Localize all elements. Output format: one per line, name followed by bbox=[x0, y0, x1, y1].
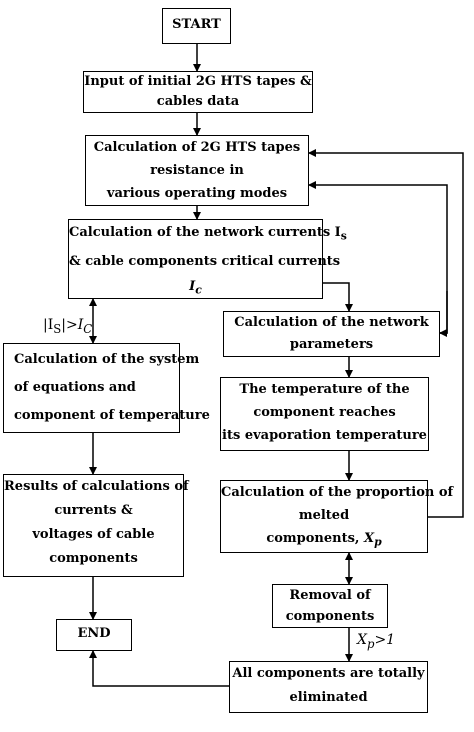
arrow-feedback-outer bbox=[308, 149, 464, 518]
results-line-2: currents & bbox=[54, 503, 133, 518]
cond-right-var: X bbox=[357, 632, 367, 648]
proportion-sub-p: p bbox=[374, 535, 382, 549]
resistance-line-1: Calculation of 2G HTS tapes bbox=[93, 140, 301, 155]
eliminated-line-1: All components are totally bbox=[232, 666, 425, 681]
temperature-line-3: its evaporation temperature bbox=[222, 428, 427, 443]
arrow-network-params bbox=[323, 282, 353, 312]
condition-xp: Xp>1 bbox=[357, 632, 395, 651]
condition-is-ic: |IS|>IC bbox=[43, 317, 92, 336]
cond-right-rest: >1 bbox=[374, 632, 396, 648]
system-line-2: of equations and bbox=[14, 380, 136, 395]
input-line-1: Input of initial 2G HTS tapes & bbox=[84, 74, 312, 89]
system-line-3: component of temperature bbox=[14, 408, 210, 423]
network-params-box: Calculation of the network parameters bbox=[223, 311, 440, 357]
resistance-box: Calculation of 2G HTS tapes resistance i… bbox=[85, 135, 309, 206]
temperature-line-1: The temperature of the bbox=[239, 382, 410, 397]
cond-right-sub: p bbox=[366, 636, 375, 651]
results-box: Results of calculations of currents & vo… bbox=[3, 474, 189, 577]
network-currents-sub-s: s bbox=[340, 229, 347, 243]
cond-left-sub1: S bbox=[53, 321, 62, 336]
network-currents-box: Calculation of the network currents Is &… bbox=[68, 219, 347, 299]
results-line-4: components bbox=[49, 551, 138, 566]
cond-left-open: |I bbox=[43, 317, 54, 333]
proportion-line-3: components, Xp bbox=[221, 527, 427, 554]
network-params-line-2: parameters bbox=[289, 337, 374, 352]
input-line-2: cables data bbox=[156, 94, 240, 109]
start-box: START bbox=[162, 8, 231, 44]
start-label: START bbox=[172, 17, 221, 32]
eliminated-box: All components are totally eliminated bbox=[229, 661, 428, 713]
arrow-eliminated-end bbox=[89, 650, 229, 687]
proportion-line-1: Calculation of the proportion of bbox=[221, 485, 454, 500]
network-currents-text-1: Calculation of the network currents I bbox=[69, 225, 341, 240]
system-box: Calculation of the system of equations a… bbox=[3, 343, 210, 433]
network-currents-line-3: Ic bbox=[69, 274, 322, 303]
proportion-box: Calculation of the proportion of melted … bbox=[220, 480, 454, 554]
network-currents-ic: I bbox=[189, 278, 196, 294]
network-params-line-1: Calculation of the network bbox=[234, 315, 429, 330]
network-currents-sub-c: c bbox=[195, 283, 202, 297]
proportion-var-x: X bbox=[363, 531, 375, 546]
removal-line-2: components bbox=[285, 609, 375, 624]
network-currents-line-1: Calculation of the network currents Is bbox=[69, 220, 347, 249]
resistance-line-3: various operating modes bbox=[106, 186, 288, 201]
arrow-into-params bbox=[439, 291, 448, 337]
proportion-text-3: components, bbox=[266, 531, 364, 546]
removal-box: Removal of components bbox=[272, 584, 388, 628]
input-box: Input of initial 2G HTS tapes & cables d… bbox=[83, 71, 313, 113]
results-line-1: Results of calculations of bbox=[4, 479, 189, 494]
resistance-line-2: resistance in bbox=[150, 163, 244, 178]
system-line-1: Calculation of the system bbox=[14, 352, 200, 367]
removal-line-1: Removal of bbox=[289, 588, 371, 603]
cond-left-mid: |>I bbox=[61, 317, 84, 333]
end-label: END bbox=[77, 626, 111, 641]
eliminated-line-2: eliminated bbox=[289, 690, 368, 705]
network-currents-line-2: & cable components critical currents bbox=[69, 253, 341, 269]
results-line-3: voltages of cable bbox=[32, 527, 155, 542]
temperature-line-2: component reaches bbox=[253, 405, 396, 420]
temperature-box: The temperature of the component reaches… bbox=[220, 377, 429, 451]
end-box: END bbox=[56, 619, 132, 651]
proportion-line-2: melted bbox=[298, 508, 350, 523]
cond-left-sub2: C bbox=[83, 321, 93, 336]
